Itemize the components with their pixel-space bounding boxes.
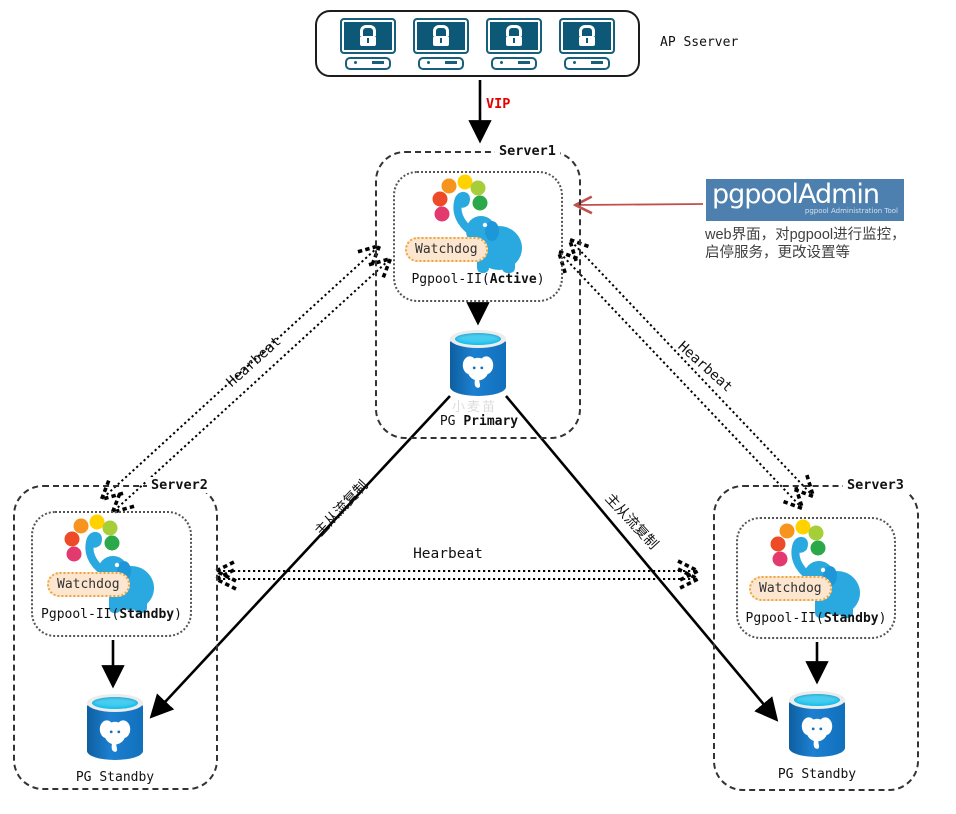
lock-icon — [506, 25, 522, 36]
pgpool-label-suffix: ) — [878, 611, 887, 626]
heartbeat-left-label: Hearbeat — [223, 333, 285, 391]
server1-pgpool-box — [393, 171, 563, 302]
lock-icon — [579, 25, 595, 36]
monitor-base — [345, 56, 391, 70]
lock-body — [506, 36, 522, 46]
pgpooladmin-subtitle: pgpool Administration Tool — [804, 207, 898, 215]
db-role: Primary — [463, 414, 519, 429]
monitor-screen — [486, 17, 542, 54]
pgpooladmin-banner: pgpoolAdmin pgpool Administration Tool — [706, 179, 904, 221]
db-cylinder-top-inner — [455, 333, 501, 345]
pg-standby-db-icon — [87, 694, 143, 760]
pgpool-logo — [432, 174, 522, 273]
lock-icon — [360, 25, 376, 36]
db-cylinder-top — [450, 330, 506, 348]
server2-box: Server2 — [13, 477, 218, 790]
replication-left-label: 主从流复制 — [311, 476, 371, 540]
db-cylinder-top-inner — [92, 697, 138, 709]
pgpool-state: Active — [489, 272, 537, 287]
postgres-elephant-icon — [99, 719, 131, 752]
monitor-screen — [413, 17, 469, 54]
pg-primary-db-icon — [450, 330, 506, 396]
monitor-screen — [559, 17, 615, 54]
pg-standby-label: PG Standby — [75, 770, 155, 785]
pgpool-label-prefix: Pgpool-II( — [411, 272, 490, 287]
db-cylinder-body — [789, 700, 845, 757]
monitor-lock-icon — [413, 17, 469, 70]
watermark: 小麦苗 — [452, 399, 498, 414]
db-cylinder-body — [87, 703, 143, 760]
pgpooladmin-arrow — [577, 204, 704, 205]
server1-pgpool-label: Pgpool-II(Active) — [393, 272, 563, 287]
monitor-base — [564, 56, 610, 70]
pgpooladmin-description: web界面，对pgpool进行监控， 启停服务，更改设置等 — [705, 227, 925, 262]
server3-pgpool-box — [736, 517, 896, 639]
server2-pgpool-label: Pgpool-II(Standby) — [31, 607, 192, 622]
watchdog-badge: Watchdog — [749, 576, 832, 601]
monitor-lock-icon — [340, 17, 396, 70]
ap-server-box — [315, 10, 640, 77]
monitor-lock-icon — [486, 17, 542, 70]
server2-pgpool-box — [31, 511, 192, 637]
server1-title: Server1 — [495, 143, 560, 159]
watchdog-badge: Watchdog — [405, 237, 488, 262]
pgpooladmin-title: pgpoolAdmin — [712, 179, 880, 210]
db-cylinder-top — [87, 694, 143, 712]
server3-box: Server3 — [713, 477, 919, 791]
db-cylinder-top-inner — [794, 694, 840, 706]
pgpooladmin-desc-line1: web界面，对pgpool进行监控， — [705, 227, 906, 243]
db-cylinder-top — [789, 691, 845, 709]
monitor-screen — [340, 17, 396, 54]
pgpooladmin-desc-line2: 启停服务，更改设置等 — [705, 244, 850, 261]
pgpool-label-suffix: ) — [174, 607, 182, 622]
monitor-base — [491, 56, 537, 70]
server3-title: Server3 — [843, 477, 908, 493]
db-cylinder-body — [450, 339, 506, 396]
lock-body — [433, 36, 449, 46]
monitor-lock-icon — [559, 17, 615, 70]
pgpool-state: Standby — [823, 611, 879, 626]
pg-primary-label: PG Primary — [424, 414, 534, 429]
pgpool-logo — [64, 514, 154, 613]
pgpool-logo — [770, 519, 860, 618]
postgres-elephant-icon — [462, 355, 494, 388]
server2-title: Server2 — [147, 477, 212, 493]
postgres-elephant-icon — [801, 716, 833, 749]
ap-server-label: AP Sserver — [660, 35, 739, 50]
server3-pgpool-label: Pgpool-II(Standby) — [736, 611, 896, 626]
pgpool-label-suffix: ) — [536, 272, 545, 287]
pg-standby-label: PG Standby — [777, 767, 857, 782]
db-label-prefix: PG — [439, 414, 464, 429]
server1-box: Server1 — [375, 143, 581, 439]
pg-standby-db-icon — [789, 691, 845, 757]
heartbeat-middle-label: Hearbeat — [413, 546, 483, 562]
watchdog-badge: Watchdog — [47, 572, 130, 597]
lock-body — [360, 36, 376, 46]
pgpool-label-prefix: Pgpool-II( — [41, 607, 120, 622]
heartbeat-right-label: Hearbeat — [674, 338, 736, 396]
vip-label: VIP — [486, 96, 511, 112]
lock-body — [579, 36, 595, 46]
lock-icon — [433, 25, 449, 36]
monitor-base — [418, 56, 464, 70]
pgpool-state: Standby — [119, 607, 175, 622]
pgpool-label-prefix: Pgpool-II( — [745, 611, 824, 626]
replication-right-label: 主从流复制 — [602, 489, 662, 553]
